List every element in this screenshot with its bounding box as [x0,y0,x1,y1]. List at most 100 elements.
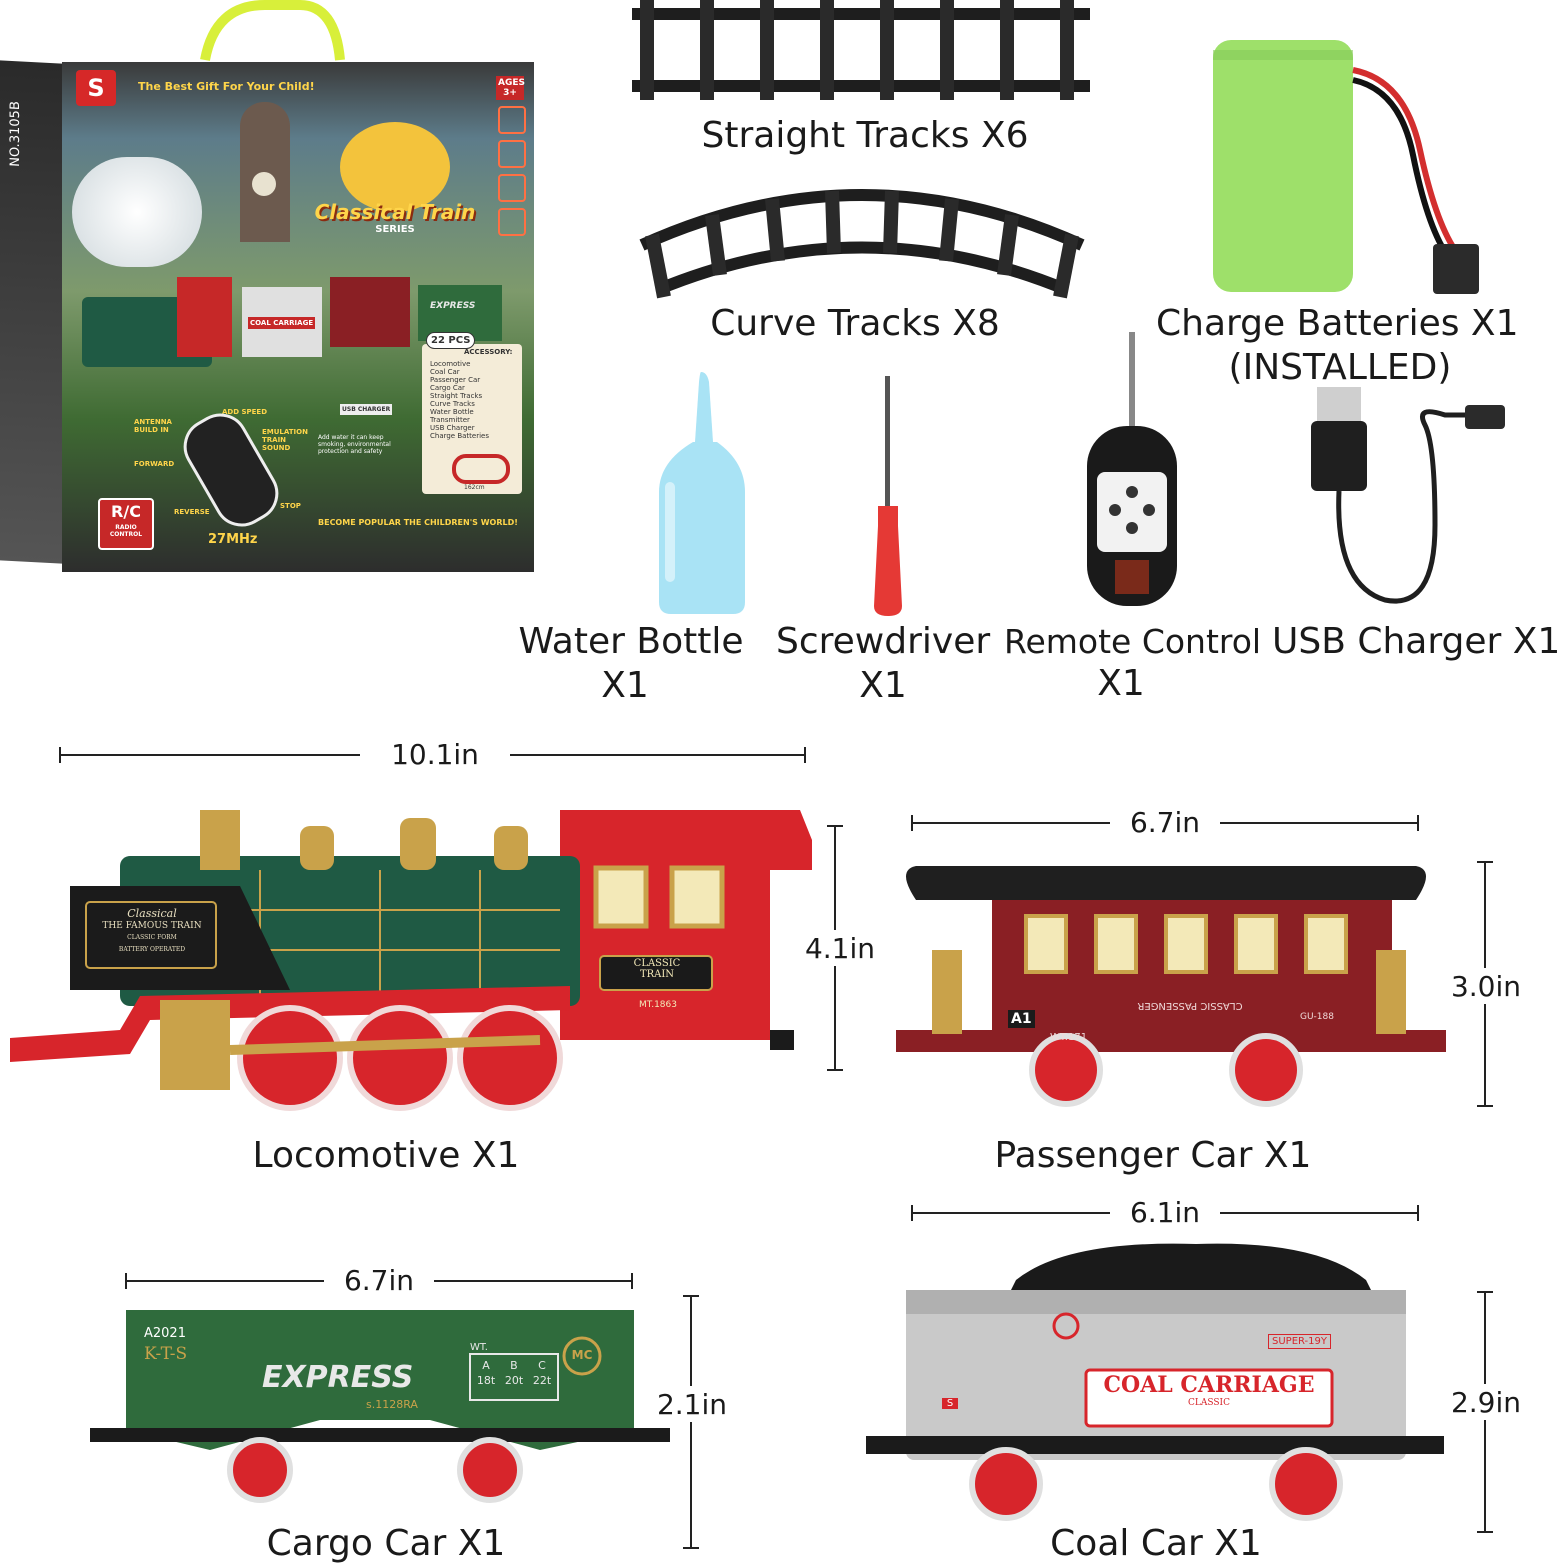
track-size: 162cm [464,484,485,491]
passenger-number: WT.171 [1050,1032,1088,1043]
box-usb-label: USB CHARGER [340,404,393,415]
water-bottle-image [659,372,745,614]
locomotive-badge-line2: TRAIN [639,969,675,980]
remote-control-image [1087,332,1177,606]
screwdriver-label-line2: X1 [859,665,907,706]
passenger-width-label: 6.7in [1129,806,1201,839]
accessory-item: Locomotive [430,360,471,368]
accessory-pcs: 22 PCS [426,332,476,349]
passenger-side-text: CLASSIC PASSENGER [1137,1000,1243,1011]
locomotive-badge-line1: CLASSIC [633,958,681,969]
coal-car-image [866,1243,1444,1521]
cargo-express: EXPRESS [262,1360,414,1395]
accessory-item: Curve Tracks [430,400,475,408]
clock-tower [240,102,290,242]
battery-label-line2: (INSTALLED) [1228,347,1452,388]
cargo-car-image [90,1310,670,1503]
cargo-sub: s.1128RA [366,1398,418,1411]
box-car-label: COAL CARRIAGE [248,317,316,329]
cargo-kts: K-T-S [144,1344,188,1364]
callout-sound: EMULATION TRAIN SOUND [262,428,308,452]
cargo-weight-table: A B C 18t 20t 22t [472,1358,556,1388]
curve-track-image [639,189,1085,299]
curve-tracks-label: Curve Tracks X8 [710,303,1000,344]
accessory-list: Locomotive Coal Car Passenger Car Cargo … [430,360,489,440]
callout-speed: ADD SPEED [222,408,268,416]
usb-charger-image [1311,387,1505,604]
locomotive-height-label: 4.1in [804,932,876,965]
callout-reverse: REVERSE [174,508,210,516]
box-remote [173,403,289,537]
accessory-item: Cargo Car [430,384,465,392]
cargo-height-line [683,1295,699,1549]
locomotive-label: Locomotive X1 [252,1135,520,1176]
box-water-note: Add water it can keep smoking, environme… [318,434,391,455]
locomotive-plate-line2: THE FAMOUS TRAIN [102,921,202,931]
cargo-table-value: 20t [504,1374,524,1387]
series-badge: Classical Train SERIES [300,122,490,242]
battery-image [1213,40,1479,294]
box-logo: S [76,70,116,106]
callout-stop: STOP [280,502,301,510]
accessory-item: USB Charger [430,424,475,432]
cargo-height-label: 2.1in [656,1388,728,1421]
locomotive-plate-line3: CLASSIC FORM [127,934,177,941]
accessory-item: Transmitter [430,416,470,424]
remote-label-line1: Remote Control [1004,622,1262,661]
screwdriver-image [874,376,902,616]
remote-label-line2: X1 [1097,663,1145,704]
locomotive-image [10,810,812,1111]
accessory-title: ACCESSORY: [464,348,513,356]
box-front-panel: S The Best Gift For Your Child! AGES 3+ … [62,62,534,572]
box-side-panel: NO.3105B [0,60,62,564]
cargo-label: Cargo Car X1 [266,1523,506,1564]
passenger-code: A1 [1008,1010,1035,1028]
locomotive-number: MT.1863 [639,1000,677,1010]
coal-label: Coal Car X1 [1050,1523,1262,1564]
usb-charger-label: USB Charger X1 [1272,621,1560,662]
cargo-mc: MC [571,1348,593,1362]
accessory-panel: 22 PCS ACCESSORY: Locomotive Coal Car Pa… [422,332,522,494]
coal-tag: SUPER-19Y [1268,1334,1331,1349]
cargo-width-label: 6.7in [343,1264,415,1297]
locomotive-width-label: 10.1in [391,738,479,771]
cargo-table-value: 18t [476,1374,496,1387]
box-ages: AGES 3+ [496,76,525,100]
coal-plate-sub: CLASSIC [1188,1398,1230,1408]
coal-height-label: 2.9in [1450,1386,1522,1419]
callout-forward: FORWARD [134,460,175,468]
straight-track-image [632,0,1090,100]
box-side-number: NO.3105B [8,100,23,168]
box-train: COAL CARRIAGE EXPRESS [82,267,502,377]
coal-plate-title: COAL CARRIAGE [1103,1372,1315,1398]
water-bottle-label-line1: Water Bottle [518,621,744,662]
product-box: NO.3105B S The Best Gift For Your Child!… [0,0,540,580]
accessory-item: Charge Batteries [430,432,490,440]
passenger-label: Passenger Car X1 [994,1135,1312,1176]
cargo-table-head: B [510,1359,518,1372]
box-handle [200,0,345,62]
rc-badge: R/C RADIO CONTROL [98,498,154,550]
cargo-table-value: 22t [532,1374,552,1387]
cargo-table-head: A [482,1359,490,1372]
box-express-label: EXPRESS [430,301,476,311]
locomotive-badge: CLASSIC TRAIN [604,958,710,980]
accessory-item: Passenger Car [430,376,481,384]
accessory-item: Straight Tracks [430,392,483,400]
cargo-number: A2021 [144,1326,186,1341]
passenger-id: GU-188 [1300,1012,1334,1022]
series-sub: SERIES [375,224,415,235]
callout-antenna: ANTENNA BUILD IN [134,418,172,434]
accessory-item: Coal Car [430,368,460,376]
rc-main: R/C [111,502,141,521]
accessory-item: Water Bottle [430,408,474,416]
coal-width-label: 6.1in [1129,1196,1201,1229]
box-frequency: 27MHz [208,532,258,547]
locomotive-plate-line4: BATTERY OPERATED [118,946,186,953]
locomotive-plate-line1: Classical [127,907,177,920]
box-slogan: BECOME POPULAR THE CHILDREN'S WORLD! [318,518,518,527]
screwdriver-label-line1: Screwdriver [776,621,991,662]
series-title: Classical Train [314,200,476,224]
cargo-table-head: C [538,1359,546,1372]
battery-label-line1: Charge Batteries X1 [1156,303,1519,344]
